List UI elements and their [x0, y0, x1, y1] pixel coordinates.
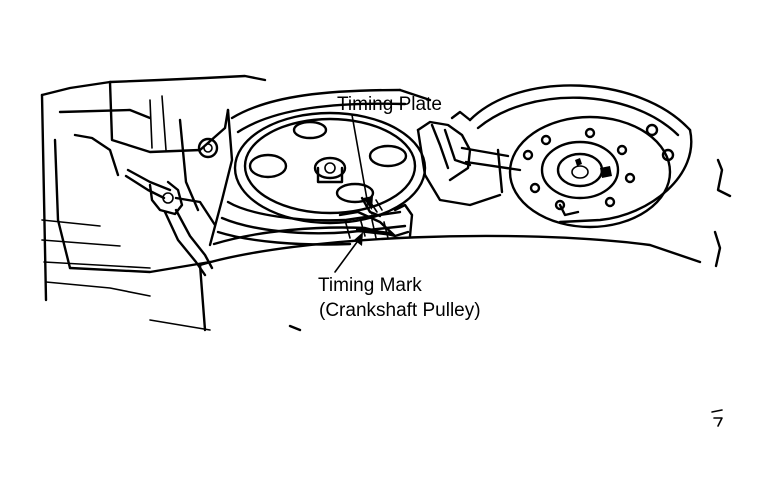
- alternator-pulley: [416, 84, 693, 229]
- timing-plate-label: Timing Plate: [337, 94, 442, 115]
- timing-plate-callout: Timing Plate: [337, 94, 442, 210]
- dipstick-tube: [124, 168, 214, 277]
- timing-plate-arrowhead: [363, 196, 373, 210]
- camshaft-pulley: [233, 111, 427, 225]
- timing-mark-sublabel: (Crankshaft Pulley): [319, 300, 481, 321]
- crankshaft-pulley: [212, 200, 414, 246]
- timing-plate-leader: [351, 114, 369, 206]
- timing-mark-label: Timing Mark: [318, 275, 422, 296]
- timing-mark-leader: [334, 237, 361, 273]
- timing-plate: [360, 196, 383, 218]
- lower-cover: [198, 234, 702, 332]
- timing-belt-upper: [230, 88, 432, 134]
- engine-block: [40, 74, 267, 331]
- timing-mark-arrowhead: [354, 232, 363, 246]
- scan-artefacts: [711, 158, 732, 427]
- timing-mark-callout: Timing Mark (Crankshaft Pulley): [318, 232, 481, 321]
